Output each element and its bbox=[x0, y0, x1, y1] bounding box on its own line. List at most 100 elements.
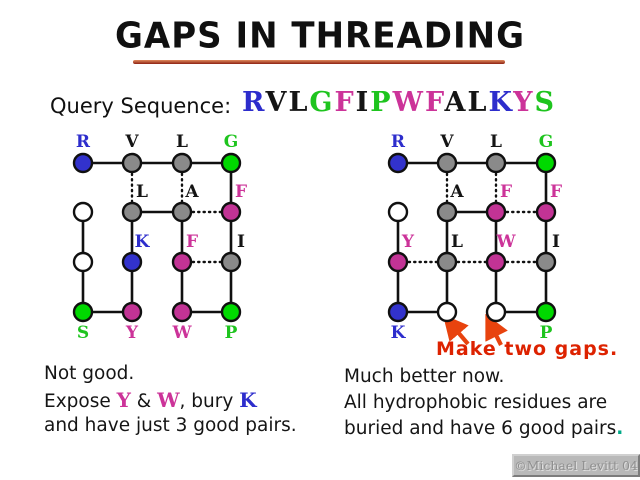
node-label-L: L bbox=[136, 182, 148, 202]
node-W bbox=[485, 251, 507, 273]
caption-text: Expose bbox=[44, 391, 117, 412]
node-R bbox=[387, 152, 409, 174]
node-label-L: L bbox=[451, 232, 463, 252]
make-two-gaps-annotation: Make two gaps. bbox=[436, 338, 619, 360]
node-label-I: I bbox=[237, 232, 245, 252]
caption-good-threading: Much better now. All hydrophobic residues… bbox=[344, 364, 623, 442]
node-label-K: K bbox=[135, 232, 151, 252]
sequence-residue: W bbox=[392, 87, 425, 118]
node-G bbox=[220, 152, 242, 174]
node-label-R: R bbox=[76, 132, 91, 152]
graph-nodes: R V L G L A F K F I S Y W P bbox=[72, 132, 247, 343]
node-label-V: V bbox=[439, 132, 454, 152]
node-A bbox=[171, 201, 193, 223]
residue-mention: W bbox=[157, 388, 180, 412]
node-V bbox=[121, 152, 143, 174]
caption-text: Much better now. bbox=[344, 366, 505, 387]
query-sequence-label: Query Sequence: bbox=[50, 94, 232, 118]
node-gap bbox=[485, 301, 507, 323]
node-label-A: A bbox=[184, 182, 199, 202]
node-label-F: F bbox=[186, 232, 198, 252]
title-underline bbox=[133, 60, 505, 64]
node-gap bbox=[72, 201, 94, 223]
copyright-watermark: ©Michael Levitt 04 bbox=[512, 454, 640, 477]
node-label-W: W bbox=[171, 323, 192, 343]
caption-text: , bury bbox=[179, 391, 240, 412]
sequence-residue: S bbox=[534, 87, 556, 118]
node-K bbox=[387, 301, 409, 323]
node-F bbox=[485, 201, 507, 223]
node-F bbox=[535, 201, 557, 223]
sequence-residue: F bbox=[424, 87, 445, 118]
node-F bbox=[171, 251, 193, 273]
sequence-residue: P bbox=[370, 87, 393, 118]
threading-graph-good: R V L G A F F Y L W I K P bbox=[387, 132, 562, 346]
node-label-F: F bbox=[235, 182, 247, 202]
node-S bbox=[72, 301, 94, 323]
caption-text: buried and have 6 good pairs bbox=[344, 418, 617, 439]
node-label-Y: Y bbox=[125, 323, 139, 343]
node-label-F: F bbox=[500, 182, 512, 202]
caption-line: Expose Y & W, bury K bbox=[44, 387, 297, 413]
caption-text: Not good. bbox=[44, 363, 135, 384]
caption-line: buried and have 6 good pairs. bbox=[344, 416, 623, 442]
node-label-K: K bbox=[391, 323, 407, 343]
node-Y bbox=[387, 251, 409, 273]
sequence-residue: R bbox=[242, 87, 266, 118]
residue-mention: Y bbox=[116, 388, 131, 412]
sequence-residue: G bbox=[309, 87, 335, 118]
caption-text: and have just 3 good pairs. bbox=[44, 415, 297, 436]
sequence-residue: K bbox=[488, 87, 514, 118]
node-F bbox=[220, 201, 242, 223]
sequence-residue: Y bbox=[513, 87, 535, 118]
node-label-S: S bbox=[77, 323, 89, 343]
node-label-L: L bbox=[490, 132, 502, 152]
node-W bbox=[171, 301, 193, 323]
node-G bbox=[535, 152, 557, 174]
node-label-F: F bbox=[550, 182, 562, 202]
caption-text: All hydrophobic residues are bbox=[344, 392, 608, 413]
node-I bbox=[535, 251, 557, 273]
node-Y bbox=[121, 301, 143, 323]
node-K bbox=[121, 251, 143, 273]
threading-graph-bad: R V L G L A F K F I S Y W P bbox=[72, 132, 247, 343]
caption-text: . bbox=[616, 418, 624, 439]
node-L bbox=[121, 201, 143, 223]
gap-arrow bbox=[442, 314, 470, 346]
node-gap bbox=[387, 201, 409, 223]
node-label-G: G bbox=[224, 132, 239, 152]
node-label-V: V bbox=[124, 132, 139, 152]
node-label-I: I bbox=[552, 232, 560, 252]
caption-line: All hydrophobic residues are bbox=[344, 390, 623, 416]
sequence-residue: L bbox=[288, 87, 310, 118]
sequence-residue: I bbox=[355, 87, 371, 118]
sequence-residue: V bbox=[265, 87, 289, 118]
node-V bbox=[436, 152, 458, 174]
node-A bbox=[436, 201, 458, 223]
sequence-residue: L bbox=[467, 87, 489, 118]
node-label-P: P bbox=[540, 323, 553, 343]
gap-arrow bbox=[485, 313, 508, 346]
graph-edges bbox=[81, 161, 233, 314]
node-label-G: G bbox=[539, 132, 554, 152]
sequence-residue: A bbox=[444, 87, 468, 118]
node-P bbox=[220, 301, 242, 323]
node-label-R: R bbox=[391, 132, 406, 152]
caption-line: Much better now. bbox=[344, 364, 623, 390]
node-label-P: P bbox=[225, 323, 238, 343]
node-label-L: L bbox=[176, 132, 188, 152]
node-gap bbox=[72, 251, 94, 273]
query-sequence: RVLGFIPWFALKYS bbox=[242, 87, 556, 118]
sequence-residue: F bbox=[334, 87, 356, 118]
node-label-A: A bbox=[449, 182, 464, 202]
node-label-W: W bbox=[495, 232, 516, 252]
caption-text: & bbox=[130, 391, 158, 412]
slide-title: GAPS IN THREADING bbox=[114, 15, 525, 57]
node-label-Y: Y bbox=[401, 232, 415, 252]
residue-mention: K bbox=[239, 388, 257, 412]
node-L bbox=[485, 152, 507, 174]
graph-edges bbox=[396, 161, 548, 314]
caption-line: and have just 3 good pairs. bbox=[44, 413, 297, 439]
graph-nodes: R V L G A F F Y L W I K P bbox=[387, 132, 562, 343]
